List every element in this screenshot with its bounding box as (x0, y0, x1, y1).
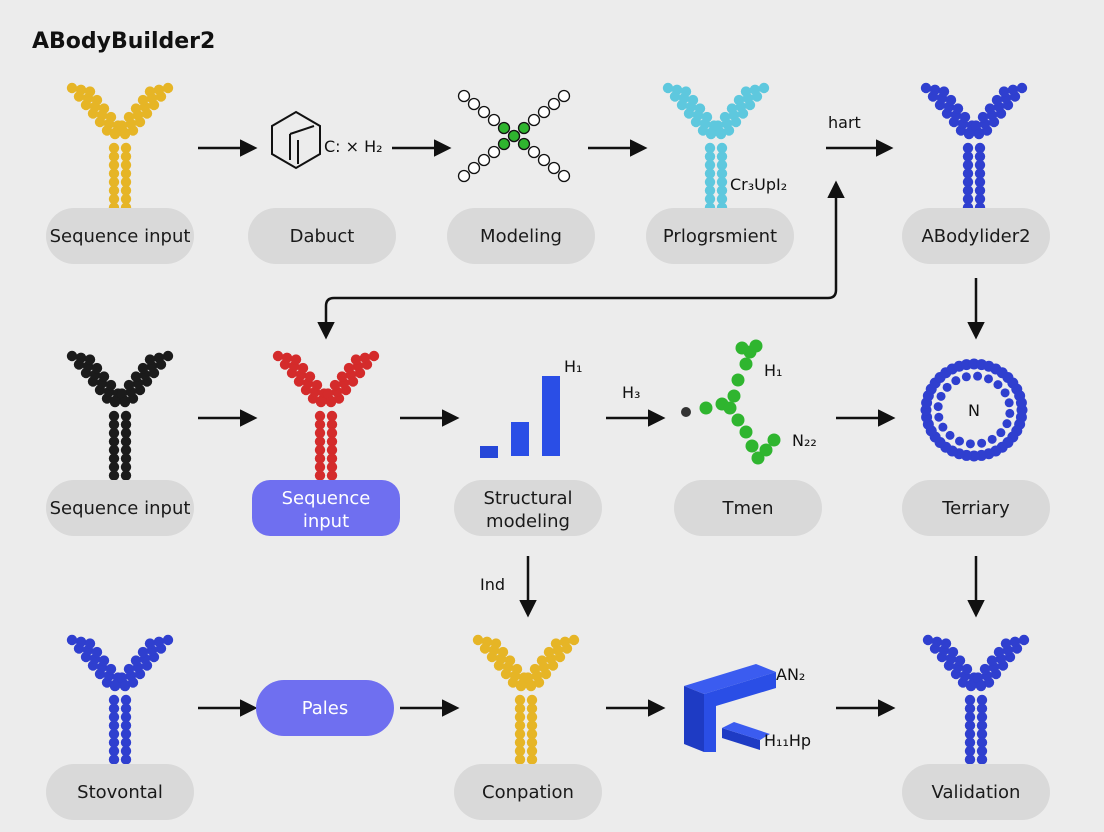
pill-sequence-input-2: Sequence input (46, 480, 194, 536)
hart-arrow-label: hart (828, 113, 861, 132)
h3-arrow-label: H₃ (622, 383, 640, 402)
pill-label-line1: Sequence (282, 488, 371, 509)
pill-label: Prlogrsmient (663, 226, 777, 247)
pill-sequence-input-active: Sequence input (252, 480, 400, 536)
diagram-title: ABodyBuilder2 (32, 29, 215, 54)
pill-label: Modeling (480, 226, 562, 247)
pill-label: Pales (302, 698, 349, 719)
cyan-annotation-label: Cr₃UpI₂ (730, 175, 787, 194)
antibody-yellow-icon (472, 634, 580, 765)
pill-label: Validation (932, 782, 1021, 803)
molecule-formula-label: C: × H₂ (324, 137, 383, 156)
antibody-blue-icon (920, 82, 1028, 213)
block-bottom-label: H₁₁Hp (764, 731, 811, 750)
pill-label: Tmen (721, 498, 773, 519)
pill-conpation: Conpation (454, 764, 602, 820)
benzene-molecule-icon (271, 110, 321, 170)
pill-validation: Validation (902, 764, 1050, 820)
bars-annotation-label: H₁ (564, 357, 582, 376)
pill-sequence-input: Sequence input (46, 208, 194, 264)
antibody-black-icon (66, 350, 174, 481)
pill-stovontal: Stovontal (46, 764, 194, 820)
block-structure-icon (684, 664, 776, 752)
green-top-label: H₁ (764, 361, 782, 380)
pill-terriary: Terriary (902, 480, 1050, 536)
pill-modeling: Modeling (447, 208, 595, 264)
pill-abodylider2: ABodylider2 (902, 208, 1050, 264)
modeling-molecule-icon (457, 89, 571, 183)
feedback-connector-arrow (317, 180, 845, 340)
pill-label: Stovontal (77, 782, 163, 803)
pill-structural-modeling: Structural modeling (454, 480, 602, 536)
green-chain-molecule-icon (681, 339, 781, 465)
bar-graph-icon (480, 376, 560, 458)
pill-label-line2: input (303, 511, 349, 532)
pill-label-line2: modeling (486, 511, 570, 532)
pill-tmen: Tmen (674, 480, 822, 536)
green-bottom-label: N₂₂ (792, 431, 817, 450)
antibody-blue-icon (66, 634, 174, 765)
pill-label: Terriary (941, 498, 1010, 519)
pill-label: ABodylider2 (921, 226, 1030, 247)
pill-label: Sequence input (50, 226, 191, 247)
tertiary-ring-icon (920, 358, 1028, 462)
antibody-yellow-icon (66, 82, 174, 213)
pill-dabuct: Dabuct (248, 208, 396, 264)
antibody-blue-icon (922, 634, 1030, 765)
pill-label-line1: Structural (483, 488, 572, 509)
pill-prlogrsmient: Prlogrsmient (646, 208, 794, 264)
pill-label: Conpation (482, 782, 574, 803)
antibody-red-icon (272, 350, 380, 481)
ring-center-label: N (968, 401, 980, 420)
pill-pales-active: Pales (256, 680, 394, 736)
pill-label: Sequence input (50, 498, 191, 519)
ind-arrow-label: Ind (480, 575, 505, 594)
block-top-label: AN₂ (776, 665, 805, 684)
pill-label: Dabuct (290, 226, 355, 247)
